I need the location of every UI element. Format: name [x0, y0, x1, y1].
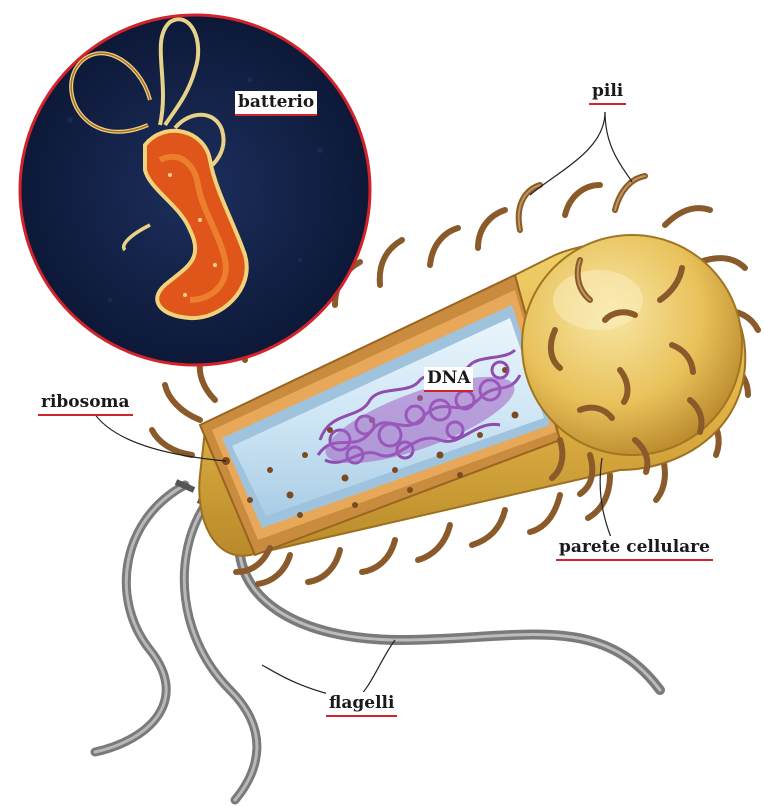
label-flagelli: flagelli [326, 692, 397, 717]
flagella [95, 482, 660, 800]
label-pili: pili [589, 80, 626, 105]
flagellum [95, 485, 185, 752]
label-ribosoma: ribosoma [38, 391, 133, 416]
label-batterio: batterio [235, 91, 317, 116]
micrograph-inset [20, 15, 370, 365]
label-parete-cellulare: parete cellulare [556, 536, 713, 561]
label-dna: DNA [424, 367, 473, 392]
